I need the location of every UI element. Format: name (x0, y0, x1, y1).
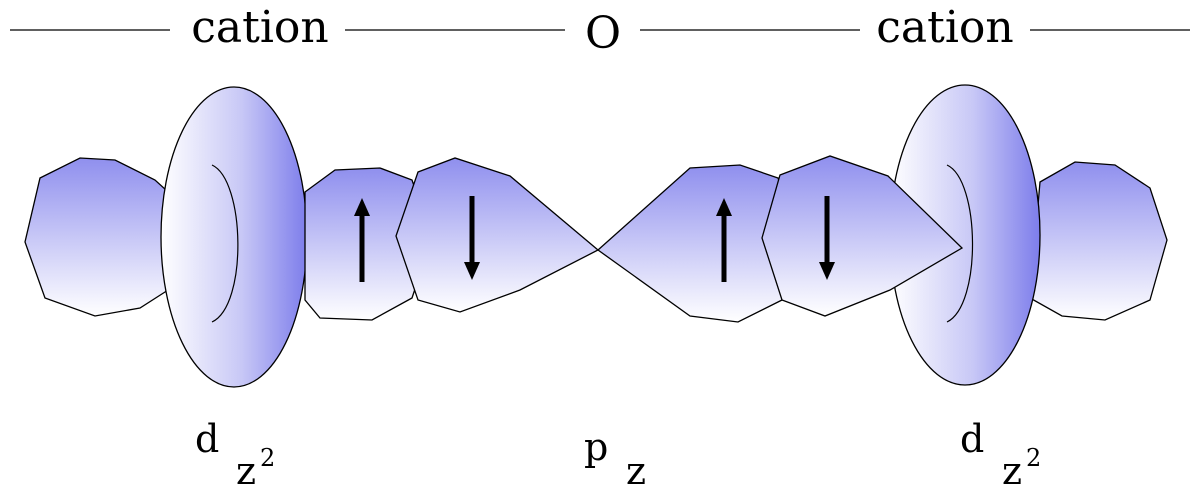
left-dz2-orbital (24, 86, 433, 388)
title-oxygen: O (585, 8, 621, 59)
orbital-label-right: d z 2 (960, 417, 1041, 493)
title-cation-left: cation (191, 2, 328, 53)
orbital-label-main: p (584, 425, 608, 469)
right-dz2-inner-lobe (761, 155, 964, 317)
orbital-label-sup: 2 (1026, 444, 1041, 472)
right-dz2-far-lobe (1029, 161, 1168, 321)
orbital-label-main: d (195, 417, 219, 461)
left-dz2-torus-hole (211, 164, 239, 323)
right-dz2-torus-hole (946, 164, 974, 323)
orbital-label-center: p z (584, 425, 646, 493)
left-dz2-torus (160, 86, 308, 388)
spin-up-arrow (716, 198, 732, 282)
orbital-label-main: d (960, 417, 984, 461)
title-cation-right: cation (876, 2, 1013, 53)
orbital-label-sub: z (626, 449, 646, 493)
orbital-label-sub: z (1002, 449, 1022, 493)
oxygen-pz-orbital (395, 157, 801, 323)
orbital-label-left: d z 2 (195, 417, 275, 493)
spin-down-arrow (464, 196, 480, 280)
oxygen-pz-left-lobe (395, 157, 600, 313)
spin-arrows (354, 196, 835, 282)
spin-down-arrow (819, 196, 835, 280)
spin-up-arrow (354, 198, 370, 282)
orbital-label-sub: z (236, 449, 256, 493)
right-dz2-orbital (761, 84, 1168, 386)
orbital-label-sup: 2 (260, 444, 275, 472)
